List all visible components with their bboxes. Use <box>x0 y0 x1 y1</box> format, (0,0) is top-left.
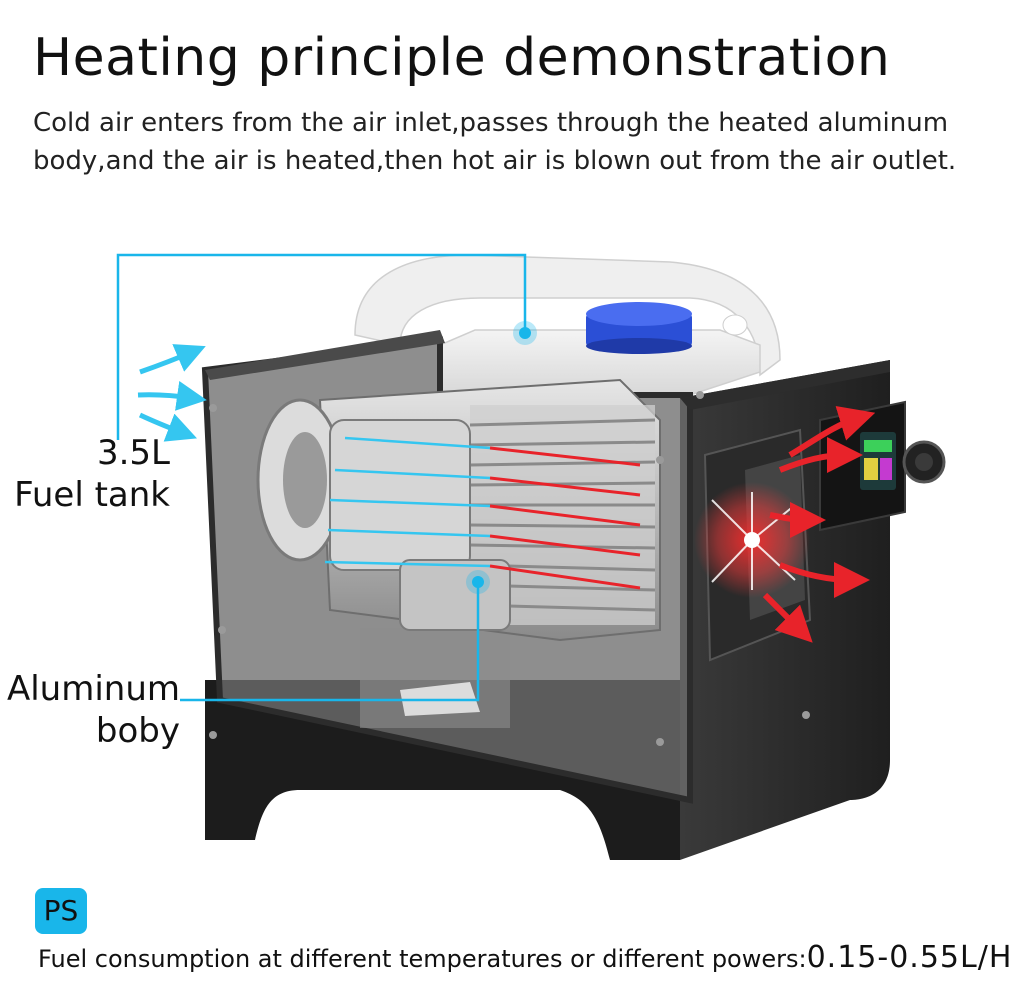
screws <box>209 391 810 746</box>
fuel-consumption-note: Fuel consumption at different temperatur… <box>38 940 1012 975</box>
fuel-tank-label: 3.5L Fuel tank <box>0 432 170 516</box>
aluminum-body-label: Aluminum boby <box>0 668 180 752</box>
tank-handle <box>354 254 781 377</box>
page-title: Heating principle demonstration <box>33 28 891 88</box>
description-line-2: body,and the air is heated,then hot air … <box>33 146 957 176</box>
control-panel <box>819 400 946 532</box>
fuel-tank-capacity: 3.5L <box>96 433 170 473</box>
aluminum-body <box>256 378 661 642</box>
description-line-1: Cold air enters from the air inlet,passe… <box>33 108 949 138</box>
air-outlet <box>694 428 812 662</box>
cold-air-arrows <box>137 344 207 442</box>
aluminum-label-line-1: Aluminum <box>6 669 180 709</box>
hot-air-arrows <box>762 406 876 643</box>
fuel-cap <box>586 302 692 354</box>
hot-air-flow-lines <box>489 446 641 590</box>
ps-badge: PS <box>35 888 87 934</box>
description: Cold air enters from the air inlet,passe… <box>33 104 983 180</box>
fuel-consumption-value: 0.15-0.55L/H <box>806 940 1012 975</box>
callout-lines <box>116 253 527 702</box>
fuel-tank-name: Fuel tank <box>14 475 170 515</box>
cold-air-flow-lines <box>324 436 491 568</box>
aluminum-label-line-2: boby <box>95 711 180 751</box>
callout-dots <box>466 321 537 594</box>
fuel-consumption-text: Fuel consumption at different temperatur… <box>38 945 807 973</box>
